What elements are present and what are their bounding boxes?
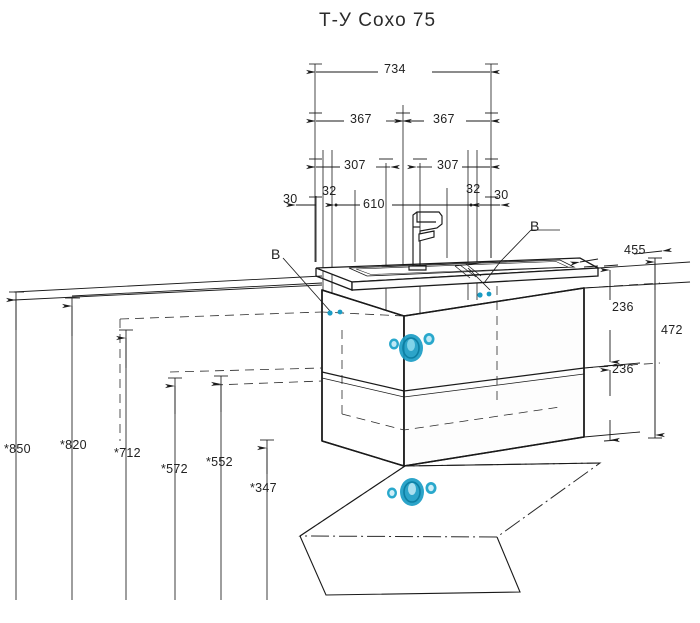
floor-solid-edge: [299, 462, 601, 596]
dimension-line-734: [306, 63, 500, 75]
dimension-label-32-right: 32: [466, 182, 481, 196]
left-projection-lines: [13, 275, 323, 301]
dimension-label-610: 610: [363, 197, 385, 211]
dimension-label-455: 455: [624, 243, 646, 257]
vanity-cabinet-body: [321, 287, 585, 467]
dimension-label-30-right: 30: [494, 188, 509, 202]
height-mark-712: *712: [114, 446, 141, 460]
dimension-label-30-left: 30: [283, 192, 298, 206]
drawer-divider-line: [321, 367, 585, 398]
plumbing-connection-lower: [387, 478, 437, 506]
dimension-label-307-right: 307: [437, 158, 459, 172]
washbasin-countertop: [315, 257, 601, 291]
height-dimension-lines: [6, 291, 274, 600]
plumbing-marker-dots-right: [477, 291, 492, 298]
section-marker-b-right-leader: [467, 229, 560, 291]
dimension-line-367-pair: [306, 112, 500, 124]
section-marker-b-left-leader: [282, 257, 331, 312]
faucet-mixer-tap: [408, 211, 443, 271]
section-marker-b-left: B: [271, 246, 281, 262]
dimension-label-236-upper: 236: [612, 300, 634, 314]
height-mark-552: *552: [206, 455, 233, 469]
top-extension-lines: [314, 64, 492, 330]
height-mark-347: *347: [250, 481, 277, 495]
plumbing-marker-dots-left: [327, 309, 343, 316]
height-mark-820: *820: [60, 438, 87, 452]
basin-detail-ticks: [454, 262, 482, 279]
page-title: Т-У Соxо 75: [319, 10, 437, 31]
height-mark-572: *572: [161, 462, 188, 476]
dimension-label-307-left: 307: [344, 158, 366, 172]
dimension-label-367-right: 367: [433, 112, 455, 126]
dimension-label-32-left: 32: [322, 184, 337, 198]
dimension-line-610-row: [286, 196, 510, 262]
dimension-label-236-lower: 236: [612, 362, 634, 376]
height-mark-850: *850: [4, 442, 31, 456]
dimension-label-367-left: 367: [350, 112, 372, 126]
floor-projection-outline: [298, 462, 602, 538]
section-marker-b-right: B: [530, 218, 540, 234]
dimension-line-307-pair: [306, 158, 500, 170]
right-dimension-lines: [583, 257, 691, 443]
dimension-label-472: 472: [661, 323, 683, 337]
dimension-455-line: [569, 247, 673, 266]
washbasin-bowl-outline: [348, 259, 576, 277]
plumbing-connection-upper: [389, 333, 435, 362]
dimension-label-734: 734: [384, 62, 406, 76]
